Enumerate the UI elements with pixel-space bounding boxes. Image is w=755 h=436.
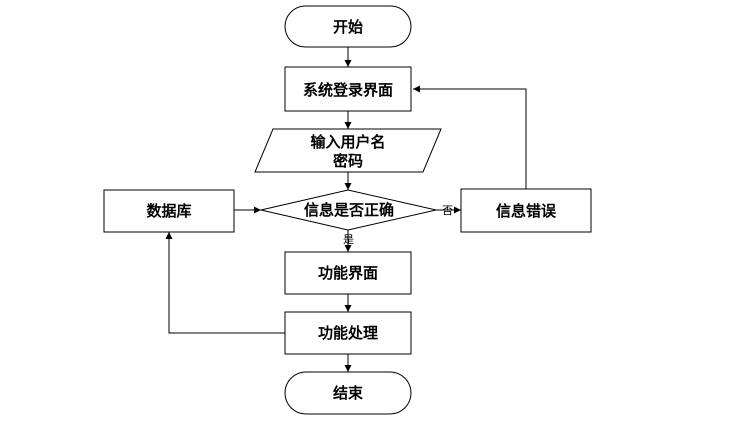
error-label: 信息错误 bbox=[496, 202, 557, 220]
node-end: 结束 bbox=[284, 371, 412, 415]
database-box bbox=[103, 189, 235, 233]
node-function-process: 功能处理 bbox=[284, 311, 412, 355]
check-label: 信息是否正确 bbox=[304, 201, 394, 219]
edge-error-to-login bbox=[413, 85, 527, 189]
edge-process-to-database bbox=[165, 232, 285, 334]
edges bbox=[165, 47, 527, 372]
node-login: 系统登录界面 bbox=[284, 66, 412, 112]
input-label-line2: 密码 bbox=[333, 152, 363, 170]
function-process-box bbox=[284, 311, 412, 355]
edge-label-yes: 是 bbox=[343, 233, 354, 246]
end-label: 结束 bbox=[333, 384, 364, 402]
database-label: 数据库 bbox=[146, 202, 191, 220]
function-process-label: 功能处理 bbox=[318, 324, 378, 342]
start-label: 开始 bbox=[333, 18, 363, 36]
login-label: 系统登录界面 bbox=[303, 81, 393, 99]
edge-label-no: 否 bbox=[442, 204, 453, 217]
error-box bbox=[460, 188, 592, 233]
node-error: 信息错误 bbox=[460, 188, 592, 233]
node-input: 输入用户名 密码 bbox=[254, 128, 442, 173]
input-parallelogram bbox=[254, 128, 442, 173]
function-ui-box bbox=[284, 251, 412, 295]
function-ui-label: 功能界面 bbox=[318, 264, 378, 282]
check-decision-diamond bbox=[260, 189, 437, 231]
node-start: 开始 bbox=[284, 5, 412, 48]
login-process-box bbox=[284, 66, 412, 112]
node-check: 信息是否正确 bbox=[260, 189, 437, 231]
node-function-ui: 功能界面 bbox=[284, 251, 412, 295]
input-label-line1: 输入用户名 bbox=[310, 133, 385, 151]
start-terminator bbox=[284, 5, 412, 48]
end-terminator bbox=[284, 371, 412, 415]
node-database: 数据库 bbox=[103, 189, 235, 233]
